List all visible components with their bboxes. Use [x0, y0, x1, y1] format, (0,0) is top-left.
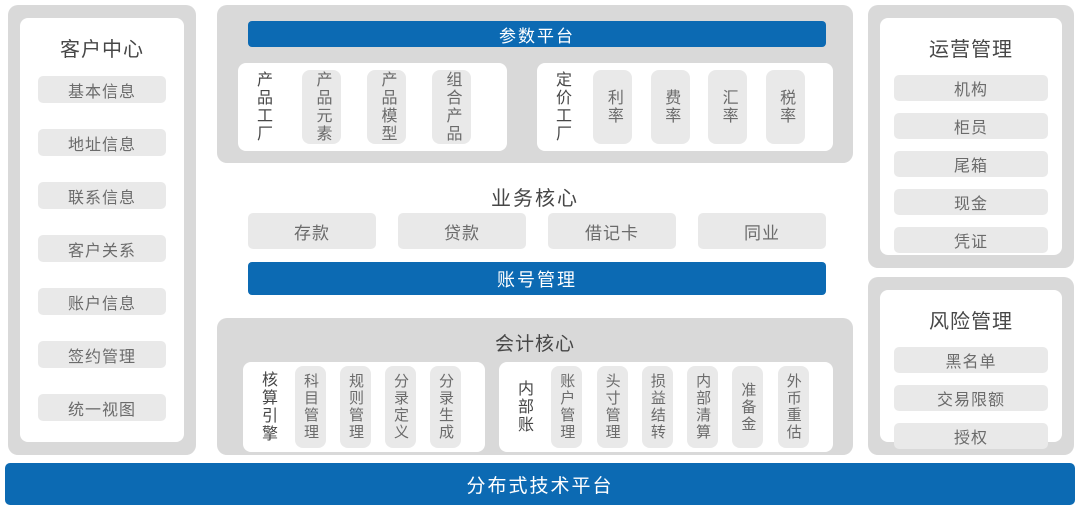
- internal-account-item: 账户管理: [551, 366, 583, 448]
- pricing-factory-item: 汇率: [708, 70, 748, 144]
- operations-item: 现金: [894, 189, 1048, 215]
- customer-center-item: 基本信息: [38, 76, 166, 103]
- risk-item: 黑名单: [894, 347, 1048, 373]
- pricing-factory-card: 定价工厂 利率费率汇率税率: [537, 63, 833, 151]
- operations-panel: 运营管理 机构柜员尾箱现金凭证: [868, 5, 1074, 268]
- customer-center-item: 客户关系: [38, 235, 166, 262]
- customer-center-item: 签约管理: [38, 341, 166, 368]
- accounting-engine-card: 核算引擎 科目管理规则管理分录定义分录生成: [243, 362, 485, 452]
- internal-account-card: 内部账 账户管理头寸管理损益结转内部清算准备金外币重估: [499, 362, 833, 452]
- pricing-factory-item: 费率: [650, 70, 690, 144]
- internal-account-item: 头寸管理: [596, 366, 628, 448]
- internal-account-item: 损益结转: [641, 366, 673, 448]
- center-column: 参数平台 产品工厂 产品元素产品模型组合产品 定价工厂 利率费率汇率税率 业务核…: [217, 0, 853, 514]
- internal-account-label: 内部账: [515, 380, 532, 434]
- customer-center-card: 客户中心 基本信息地址信息联系信息客户关系账户信息签约管理统一视图: [20, 18, 184, 442]
- risk-title: 风险管理: [929, 311, 1013, 333]
- product-factory-item: 产品元素: [302, 70, 341, 144]
- parameter-platform-panel: 参数平台 产品工厂 产品元素产品模型组合产品 定价工厂 利率费率汇率税率: [217, 5, 853, 163]
- business-core-item: 存款: [248, 213, 376, 249]
- product-factory-item: 产品模型: [367, 70, 406, 144]
- pricing-factory-item: 利率: [593, 70, 633, 144]
- accounting-engine-item: 科目管理: [295, 366, 326, 448]
- risk-item: 交易限额: [894, 385, 1048, 411]
- customer-center-item: 联系信息: [38, 182, 166, 209]
- customer-center-item: 地址信息: [38, 129, 166, 156]
- risk-list: 黑名单交易限额授权: [894, 347, 1048, 449]
- account-management-bar: 账号管理: [248, 262, 826, 295]
- internal-account-list: 账户管理头寸管理损益结转内部清算准备金外币重估: [537, 366, 823, 448]
- operations-card: 运营管理 机构柜员尾箱现金凭证: [880, 18, 1062, 255]
- customer-center-item: 统一视图: [38, 394, 166, 421]
- accounting-engine-item: 规则管理: [340, 366, 371, 448]
- operations-title: 运营管理: [929, 39, 1013, 61]
- business-core-title: 业务核心: [491, 188, 579, 210]
- operations-item: 柜员: [894, 113, 1048, 139]
- distributed-tech-platform-bar: 分布式技术平台: [5, 463, 1075, 505]
- business-core-list: 存款贷款借记卡同业: [248, 213, 826, 249]
- accounting-core-cards: 核算引擎 科目管理规则管理分录定义分录生成 内部账 账户管理头寸管理损益结转内部…: [243, 362, 833, 452]
- pricing-factory-label: 定价工厂: [553, 71, 570, 143]
- product-factory-label: 产品工厂: [254, 71, 271, 143]
- parameter-platform-cards: 产品工厂 产品元素产品模型组合产品 定价工厂 利率费率汇率税率: [238, 63, 833, 151]
- internal-account-item: 内部清算: [687, 366, 719, 448]
- operations-list: 机构柜员尾箱现金凭证: [894, 75, 1048, 253]
- internal-account-item: 准备金: [732, 366, 764, 448]
- product-factory-card: 产品工厂 产品元素产品模型组合产品: [238, 63, 507, 151]
- accounting-engine-list: 科目管理规则管理分录定义分录生成: [281, 366, 475, 448]
- customer-center-title: 客户中心: [60, 39, 144, 61]
- risk-card: 风险管理 黑名单交易限额授权: [880, 290, 1062, 449]
- business-core-item: 同业: [698, 213, 826, 249]
- accounting-engine-item: 分录生成: [430, 366, 461, 448]
- product-factory-list: 产品元素产品模型组合产品: [276, 70, 497, 144]
- operations-item: 尾箱: [894, 151, 1048, 177]
- risk-item: 授权: [894, 423, 1048, 449]
- business-core-item: 借记卡: [548, 213, 676, 249]
- accounting-engine-item: 分录定义: [385, 366, 416, 448]
- accounting-core-panel: 会计核心 核算引擎 科目管理规则管理分录定义分录生成 内部账 账户管理头寸管理损…: [217, 318, 853, 455]
- pricing-factory-list: 利率费率汇率税率: [575, 70, 823, 144]
- accounting-engine-label: 核算引擎: [259, 371, 276, 443]
- operations-item: 机构: [894, 75, 1048, 101]
- parameter-platform-bar: 参数平台: [248, 21, 826, 47]
- internal-account-item: 外币重估: [777, 366, 809, 448]
- business-core-item: 贷款: [398, 213, 526, 249]
- product-factory-item: 组合产品: [432, 70, 471, 144]
- accounting-core-title: 会计核心: [494, 334, 575, 355]
- customer-center-panel: 客户中心 基本信息地址信息联系信息客户关系账户信息签约管理统一视图: [8, 5, 196, 455]
- customer-center-item: 账户信息: [38, 288, 166, 315]
- customer-center-list: 基本信息地址信息联系信息客户关系账户信息签约管理统一视图: [38, 76, 166, 421]
- operations-item: 凭证: [894, 227, 1048, 253]
- pricing-factory-item: 税率: [765, 70, 805, 144]
- risk-panel: 风险管理 黑名单交易限额授权: [868, 277, 1074, 455]
